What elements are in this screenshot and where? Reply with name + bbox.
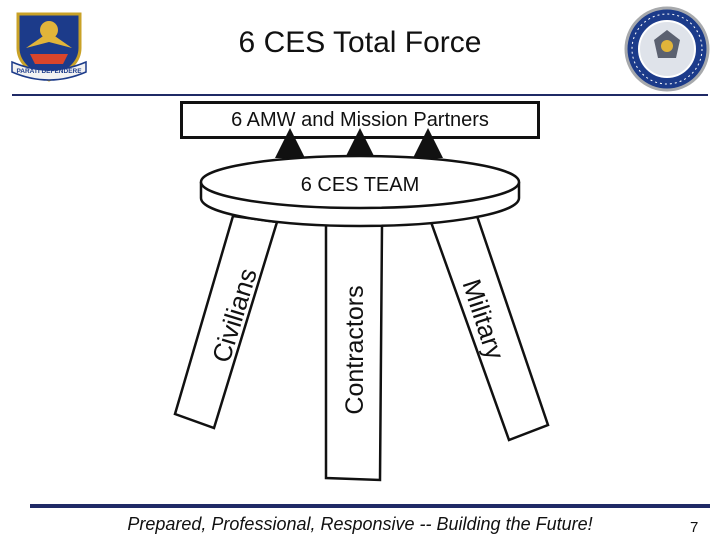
team-label: 6 CES TEAM xyxy=(301,174,420,196)
title-divider xyxy=(12,94,708,96)
footer-tagline: Prepared, Professional, Responsive -- Bu… xyxy=(127,514,593,534)
logo-motto: PARATI DEFENDERE xyxy=(16,68,82,75)
wing-shield-logo-icon: PARATI DEFENDERE xyxy=(11,12,87,82)
footer-divider xyxy=(30,504,710,508)
slide-title: 6 CES Total Force xyxy=(238,26,482,59)
page-number: 7 xyxy=(690,519,699,536)
ces-seal-logo-icon xyxy=(624,6,710,92)
stool-seat-top xyxy=(199,154,521,210)
leg-label-contractors: Contractors xyxy=(341,285,369,414)
